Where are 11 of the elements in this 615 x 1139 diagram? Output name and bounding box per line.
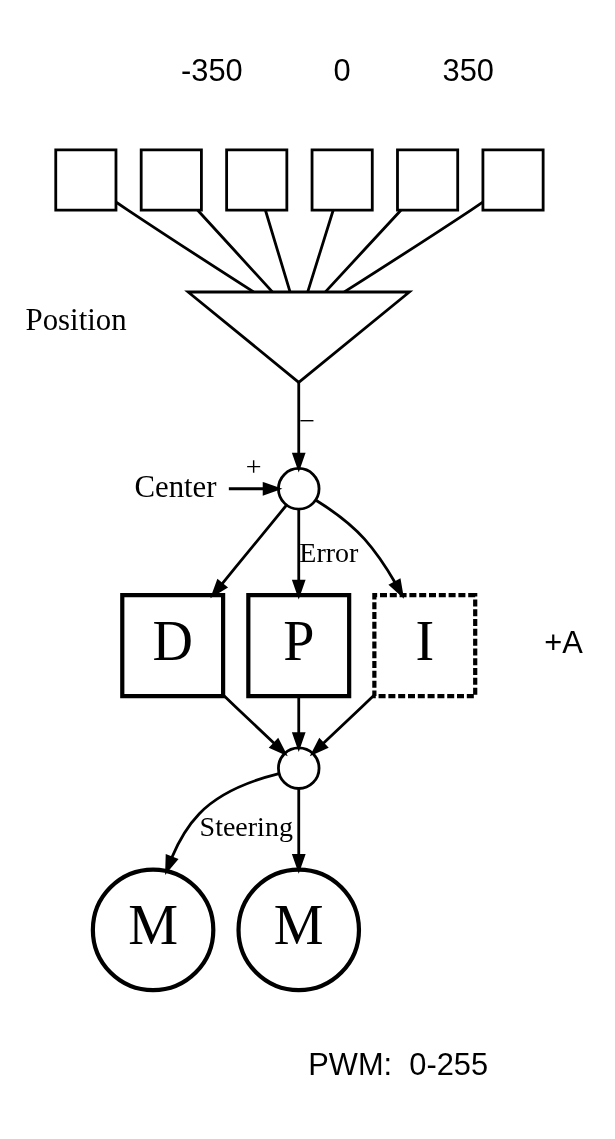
edge-label: − xyxy=(299,404,316,436)
label: 0 xyxy=(333,52,351,88)
node-text: Center xyxy=(134,469,217,504)
edge-label: Error xyxy=(299,536,359,568)
label: PWM: 0-255 xyxy=(308,1046,489,1082)
edge-label: + xyxy=(245,450,262,482)
label: +A xyxy=(544,624,583,660)
label: -350 xyxy=(181,52,243,88)
label: 350 xyxy=(442,52,494,88)
node-label: Position xyxy=(25,302,127,337)
edge-label: Steering xyxy=(199,810,293,842)
